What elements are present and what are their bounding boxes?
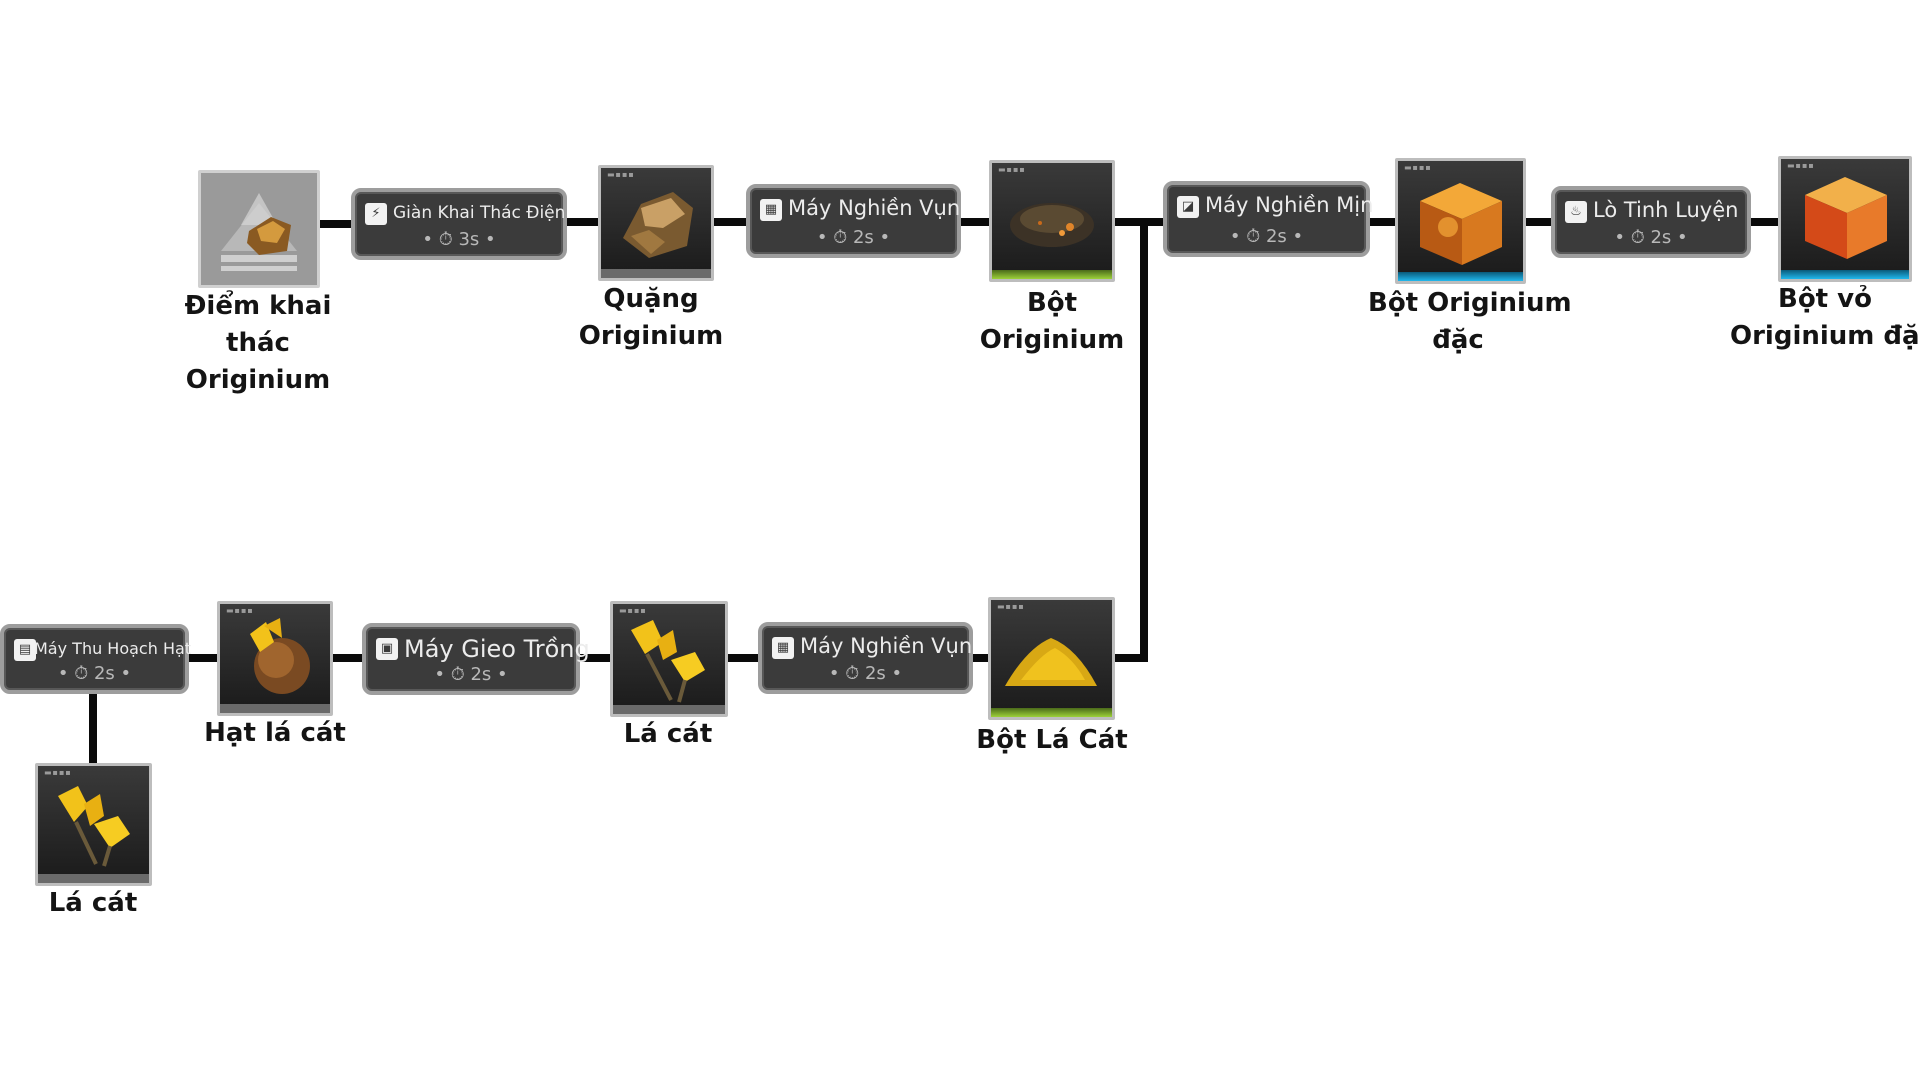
connector (712, 218, 748, 226)
node-label: Lá cát (48, 888, 138, 918)
connector (970, 654, 990, 662)
seed-harvester-machine[interactable]: ▤ Máy Thu Hoạch Hạt • ⏱ 2s • (0, 624, 191, 694)
originium-deposit-icon (221, 193, 297, 271)
shredder-machine[interactable]: ▦ Máy Nghiền Vụn • ⏱ 2s • (746, 184, 961, 258)
sandleaf-node[interactable]: ▬▪▪▪ (610, 601, 728, 717)
planter-machine[interactable]: ▣ Máy Gieo Trồng • ⏱ 2s • (362, 623, 590, 695)
node-label: Điểm khai thác Originium (184, 291, 332, 395)
connector (1368, 218, 1398, 226)
node-label: Bột vỏ Originium đặc (1730, 284, 1920, 351)
electric-drill-machine[interactable]: ⚡ Giàn Khai Thác Điện • ⏱ 3s • (351, 188, 567, 260)
connector (1114, 654, 1148, 662)
node-label: Lá cát (623, 719, 713, 749)
originium-deposit-node[interactable] (198, 170, 320, 288)
seed-harvester-icon: ▤ (14, 639, 36, 661)
originium-ore-node[interactable]: ▬▪▪▪ (598, 165, 714, 281)
sandleaf-seed-node[interactable]: ▬▪▪▪ (217, 601, 333, 716)
planter-icon: ▣ (376, 638, 398, 660)
dense-originium-shell-powder-node[interactable]: ▬▪▪▪ (1778, 156, 1912, 282)
node-label: Hạt lá cát (204, 718, 346, 748)
connector (332, 654, 364, 662)
connector (958, 218, 994, 226)
dense-originium-powder-node[interactable]: ▬▪▪▪ (1395, 158, 1526, 284)
sandleaf-icon (631, 620, 705, 703)
sandleaf-seed-icon (250, 618, 310, 694)
originium-powder-icon (1010, 203, 1094, 247)
node-label: Bột Originium đặc (1368, 288, 1572, 355)
connector (1748, 218, 1780, 226)
originium-powder-node[interactable]: ▬▪▪▪ (989, 160, 1115, 282)
connector (726, 654, 760, 662)
electric-drill-icon: ⚡ (365, 203, 387, 225)
refinery-icon: ♨ (1565, 201, 1587, 223)
node-label: Bột Lá Cát (976, 725, 1128, 755)
sandleaf-harvest-node[interactable]: ▬▪▪▪ (35, 763, 152, 886)
shredder-icon: ▦ (772, 637, 794, 659)
shredder-machine[interactable]: ▦ Máy Nghiền Vụn • ⏱ 2s • (758, 622, 973, 694)
connector (565, 218, 603, 226)
sandleaf-powder-node[interactable]: ▬▪▪▪ (988, 597, 1115, 720)
shredder-icon: ▦ (760, 199, 782, 221)
connector (89, 688, 97, 764)
originium-ore-icon (623, 192, 693, 258)
connector (1524, 218, 1552, 226)
sandleaf-powder-icon (1005, 638, 1097, 686)
grinder-machine[interactable]: ◪ Máy Nghiền Mịn • ⏱ 2s • (1163, 181, 1373, 257)
refinery-machine[interactable]: ♨ Lò Tinh Luyện • ⏱ 2s • (1551, 186, 1751, 258)
sandleaf-icon (58, 786, 130, 867)
node-label: Quặng Originium (578, 284, 724, 351)
connector (1140, 218, 1148, 662)
dense-originium-shell-powder-icon (1805, 177, 1887, 259)
connector (185, 654, 218, 662)
connector (318, 220, 354, 228)
dense-originium-powder-icon (1420, 183, 1502, 265)
node-label: Bột Originium (979, 288, 1125, 355)
grinder-icon: ◪ (1177, 196, 1199, 218)
connector (578, 654, 612, 662)
